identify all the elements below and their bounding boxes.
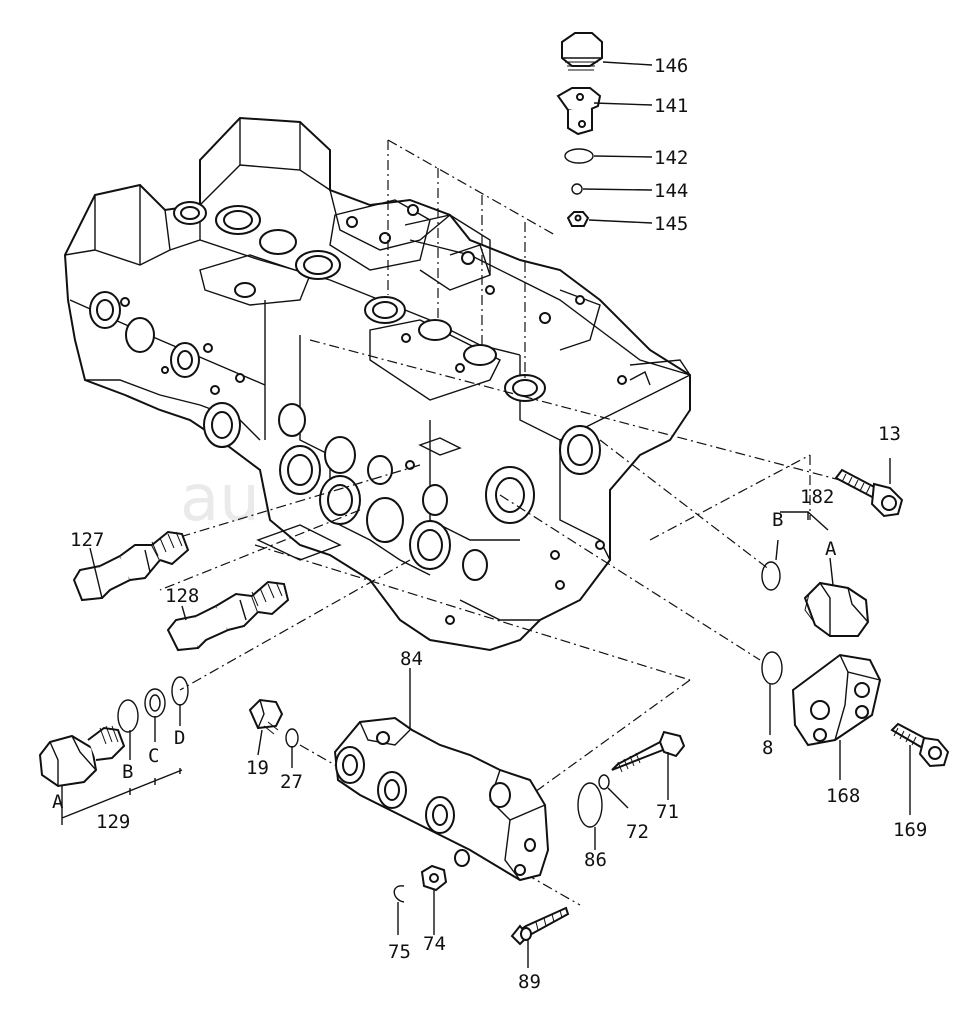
callout-144: 144 — [654, 180, 688, 202]
callout-89: 89 — [518, 971, 541, 993]
callout-27: 27 — [280, 771, 303, 793]
callout-75: 75 — [388, 941, 411, 963]
plug-182a — [803, 581, 870, 637]
callout-145: 145 — [654, 213, 688, 235]
callout-129: 129 — [96, 811, 130, 833]
valve-141 — [556, 87, 602, 136]
callout-182-b: B — [772, 509, 783, 531]
callout-129-d: D — [174, 727, 185, 749]
callout-labels: 146 141 142 144 145 13 182 B A 127 128 8… — [52, 55, 927, 993]
callout-13: 13 — [878, 423, 901, 445]
ball-144 — [571, 183, 583, 195]
callout-142: 142 — [654, 147, 688, 169]
o-ring-86 — [577, 782, 603, 828]
callout-74: 74 — [423, 933, 446, 955]
bolt-89 — [510, 906, 570, 946]
callout-129-c: C — [148, 745, 159, 767]
projection-lines — [159, 139, 841, 906]
callout-168: 168 — [826, 785, 860, 807]
callout-129-a: A — [52, 791, 64, 813]
bolt-169 — [890, 722, 950, 768]
relief-valve-128 — [166, 580, 290, 652]
callout-72: 72 — [626, 821, 649, 843]
o-ring-27 — [285, 728, 299, 748]
flange-168 — [791, 653, 882, 747]
o-ring-8 — [761, 651, 783, 685]
nut-74 — [420, 864, 448, 892]
callout-128: 128 — [165, 585, 199, 607]
callout-169: 169 — [893, 819, 927, 841]
callout-182: 182 — [800, 486, 834, 508]
plug-129-assembly — [38, 676, 189, 788]
o-ring-142 — [564, 148, 594, 164]
screw-71 — [611, 730, 686, 773]
callout-127: 127 — [70, 529, 104, 551]
callout-84: 84 — [400, 648, 423, 670]
callout-71: 71 — [656, 801, 679, 823]
o-ring-182b — [761, 561, 781, 591]
relief-valve-127 — [72, 530, 190, 602]
callout-86: 86 — [584, 849, 607, 871]
o-ring-72 — [598, 774, 610, 790]
callout-146: 146 — [654, 55, 688, 77]
housing-84 — [333, 716, 550, 882]
snap-ring-75 — [393, 885, 405, 903]
callout-19: 19 — [246, 757, 269, 779]
callout-8: 8 — [762, 737, 773, 759]
callout-141: 141 — [654, 95, 688, 117]
bolt-13 — [834, 468, 904, 518]
callout-129-b: B — [122, 761, 133, 783]
callout-182-a: A — [825, 538, 837, 560]
control-valve-body — [63, 116, 691, 652]
plug-19 — [248, 698, 284, 735]
seat-145 — [566, 211, 590, 227]
plug-146 — [561, 32, 603, 71]
